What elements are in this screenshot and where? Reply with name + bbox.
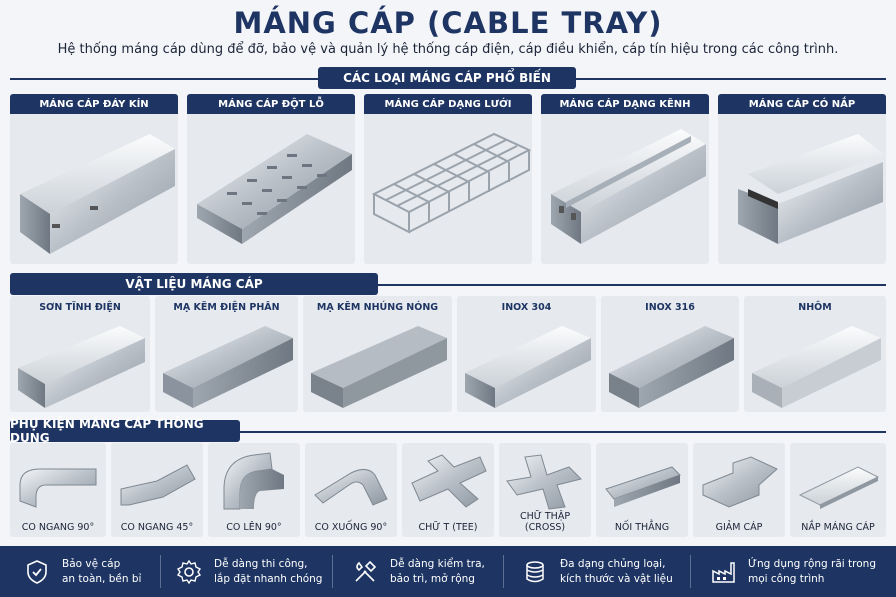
inox-304-tray-image — [465, 326, 591, 408]
material-label: NHÔM — [798, 301, 832, 313]
page-subtitle: Hệ thống máng cáp dùng để đỡ, bảo vệ và … — [57, 42, 839, 57]
feature-variety: Đa dạng chủng loại, kích thước và vật liệ… — [522, 546, 702, 597]
inox-316-tray-image — [609, 326, 734, 408]
accessories-divider — [10, 431, 886, 433]
feature-line: Ứng dụng rộng rãi trong — [748, 557, 876, 570]
factory-icon — [712, 561, 735, 583]
hot-dip-tray-image — [311, 326, 447, 408]
feature-line: kích thước và vật liệu — [560, 572, 673, 585]
feature-install: Dễ dàng thi công, lắp đặt nhanh chóng — [176, 546, 346, 597]
feature-maintain: Dễ dàng kiểm tra, bảo trì, mở rộng — [352, 546, 522, 597]
closed-tray-image — [20, 134, 175, 254]
accessory-label: CO LÊN 90° — [226, 522, 282, 533]
accessory-card-reducer: GIẢM CÁP — [693, 443, 785, 537]
tray-cover-image — [798, 466, 880, 509]
wire-mesh-tray-image — [371, 132, 532, 234]
accessory-card-up-90: CO LÊN 90° — [208, 443, 300, 537]
material-card-aluminum: NHÔM — [744, 296, 886, 412]
feature-applications: Ứng dụng rộng rãi trong mọi công trình — [710, 546, 890, 597]
feature-line: Đa dạng chủng loại, — [560, 557, 666, 570]
straight-joint-image — [605, 466, 681, 507]
tools-icon — [355, 560, 377, 582]
material-label: MẠ KẼM ĐIỆN PHÂN — [173, 301, 280, 313]
database-icon — [526, 560, 544, 582]
material-card-electro-galvanized: MẠ KẼM ĐIỆN PHÂN — [155, 296, 298, 412]
vertical-down-elbow-image — [314, 469, 388, 506]
material-label: MẠ KẼM NHÚNG NÓNG — [316, 301, 439, 313]
accessory-card-cover: NẮP MÁNG CÁP — [790, 443, 886, 537]
tee-fitting-image — [411, 454, 487, 508]
accessory-card-down-90: CO XUỐNG 90° — [305, 443, 397, 537]
feature-line: mọi công trình — [748, 572, 825, 585]
electro-galvanized-tray-image — [163, 326, 293, 408]
accessory-label: GIẢM CÁP — [715, 522, 763, 533]
types-heading: CÁC LOẠI MÁNG CÁP PHỔ BIẾN — [318, 67, 576, 89]
type-card-covered: MÁNG CÁP CÓ NẮP — [718, 94, 886, 264]
accessory-card-tee: CHỮ T (TEE) — [402, 443, 494, 537]
material-card-hot-dip: MẠ KẼM NHÚNG NÓNG — [303, 296, 452, 412]
feature-line: an toàn, bền bỉ — [62, 572, 142, 585]
type-label: MÁNG CÁP DẠNG LƯỚI — [364, 94, 532, 114]
accessory-card-straight-joint: NỐI THẲNG — [596, 443, 688, 537]
horizontal-elbow-45-image — [120, 464, 196, 506]
aluminum-tray-image — [752, 326, 881, 408]
feature-line: Dễ dàng kiểm tra, — [390, 557, 485, 570]
perforated-tray-image — [197, 134, 352, 244]
material-card-inox-316: INOX 316 — [601, 296, 739, 412]
type-label: MÁNG CÁP DẠNG KÊNH — [541, 94, 709, 114]
accessory-card-cross: CHỮ THẬP (CROSS) — [499, 443, 591, 537]
feature-separator — [160, 555, 161, 588]
accessory-label: CO XUỐNG 90° — [314, 522, 388, 533]
channel-tray-image — [551, 129, 706, 244]
type-label: MÁNG CÁP CÓ NẮP — [718, 94, 886, 114]
feature-separator — [503, 555, 504, 588]
material-card-powder: SƠN TĨNH ĐIỆN — [10, 296, 150, 412]
type-card-perforated: MÁNG CÁP ĐỘT LỖ — [187, 94, 355, 264]
covered-tray-image — [738, 134, 883, 244]
page-title: MÁNG CÁP (CABLE TRAY) — [233, 6, 663, 40]
material-label: INOX 304 — [501, 301, 552, 313]
material-label: SƠN TĨNH ĐIỆN — [39, 301, 121, 313]
vertical-up-elbow-image — [223, 452, 284, 510]
accessory-label: CO NGANG 45° — [120, 522, 194, 533]
cross-fitting-image — [506, 454, 582, 510]
accessories-heading: PHỤ KIỆN MÁNG CÁP THÔNG DỤNG — [10, 417, 240, 445]
powder-coated-tray-image — [18, 326, 145, 408]
feature-separator — [690, 555, 691, 588]
type-card-closed: MÁNG CÁP ĐÁY KÍN — [10, 94, 178, 264]
accessory-card-horizontal-90: CO NGANG 90° — [10, 443, 106, 537]
type-card-channel: MÁNG CÁP DẠNG KÊNH — [541, 94, 709, 264]
feature-separator — [332, 555, 333, 588]
type-card-wire-mesh: MÁNG CÁP DẠNG LƯỚI — [364, 94, 532, 264]
feature-line: Dễ dàng thi công, — [214, 557, 308, 570]
type-label: MÁNG CÁP ĐÁY KÍN — [10, 94, 178, 114]
materials-divider — [10, 284, 886, 286]
accessory-label: NẮP MÁNG CÁP — [801, 522, 875, 533]
materials-heading: VẬT LIỆU MÁNG CÁP — [10, 273, 378, 295]
shield-check-icon — [27, 559, 47, 584]
reducer-image — [702, 456, 778, 508]
feature-line: lắp đặt nhanh chóng — [214, 572, 323, 585]
feature-protect: Bảo vệ cáp an toàn, bền bỉ — [24, 546, 174, 597]
feature-line: bảo trì, mở rộng — [390, 572, 475, 585]
accessory-label: CO NGANG 90° — [21, 522, 95, 533]
accessory-card-horizontal-45: CO NGANG 45° — [111, 443, 203, 537]
type-label: MÁNG CÁP ĐỘT LỖ — [187, 94, 355, 114]
accessory-label: CHỮ THẬP (CROSS) — [519, 511, 571, 533]
accessory-label: NỐI THẲNG — [614, 522, 670, 533]
material-label: INOX 316 — [645, 301, 695, 313]
accessory-label: CHỮ T (TEE) — [418, 522, 478, 533]
features-bar: Bảo vệ cáp an toàn, bền bỉ Dễ dàng thi cô… — [0, 546, 896, 597]
feature-line: Bảo vệ cáp — [62, 557, 121, 570]
gear-icon — [176, 559, 202, 584]
horizontal-elbow-90-image — [19, 468, 97, 508]
material-card-inox-304: INOX 304 — [457, 296, 596, 412]
